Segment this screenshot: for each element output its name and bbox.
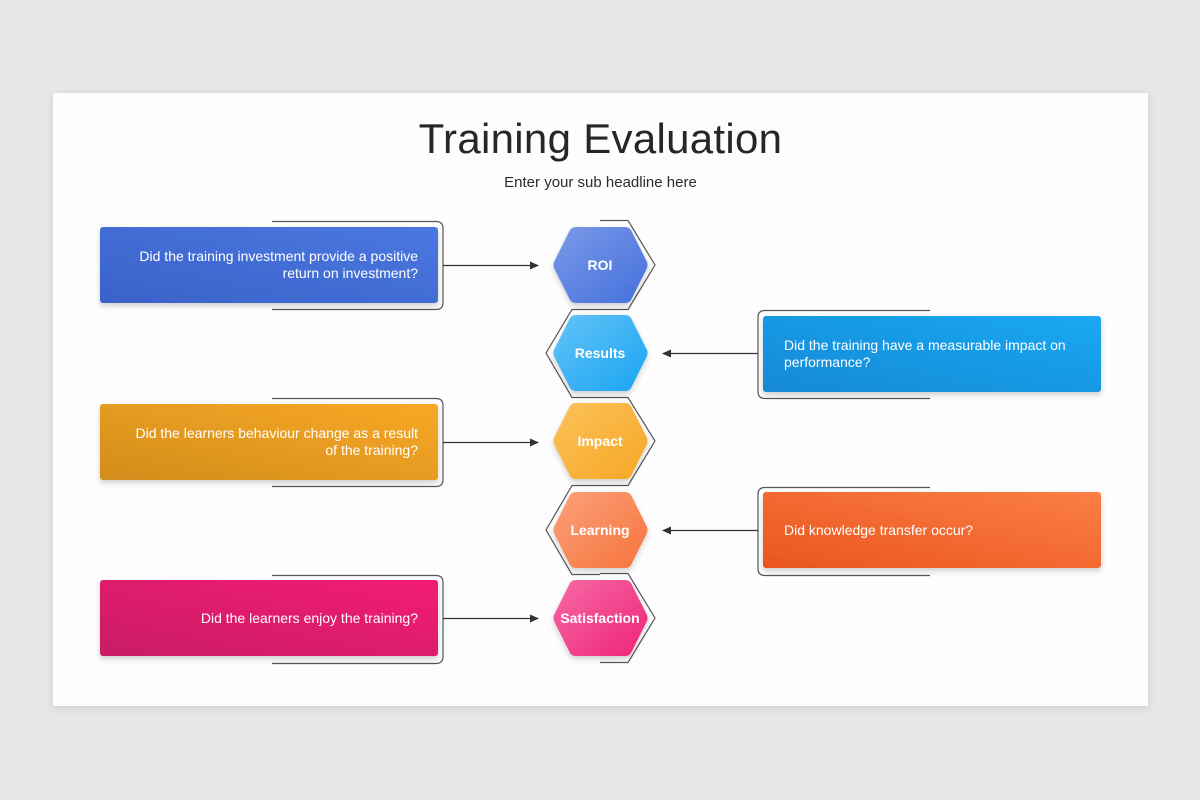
page-subtitle: Enter your sub headline here bbox=[504, 174, 697, 191]
question-text-learning: Did knowledge transfer occur? bbox=[784, 521, 974, 538]
question-text-impact: Did the learners behaviour change as a r… bbox=[135, 425, 418, 458]
connector-arrows bbox=[443, 261, 758, 623]
hex-label-roi: ROI bbox=[587, 257, 613, 273]
question-box-satisfaction bbox=[100, 580, 438, 656]
question-results: Did the training have a measurable impac… bbox=[763, 316, 1101, 392]
hex-label-impact: Impact bbox=[577, 433, 623, 449]
hexagon-impact bbox=[553, 403, 648, 479]
hex-label-learning: Learning bbox=[570, 522, 630, 538]
hexagon-roi bbox=[553, 227, 648, 303]
question-impact: Did the learners behaviour change as a r… bbox=[100, 404, 438, 480]
hex-label-satisfaction: Satisfaction bbox=[560, 610, 640, 626]
hexagon-results bbox=[553, 315, 648, 391]
question-text-satisfaction: Did the learners enjoy the training? bbox=[200, 609, 418, 626]
hex-outlines bbox=[545, 219, 656, 664]
question-box-results bbox=[763, 316, 1101, 392]
question-text-results: Did the training have a measurable impac… bbox=[784, 337, 1066, 370]
hexagon-satisfaction bbox=[553, 580, 648, 656]
question-roi: Did the training investment provide a po… bbox=[100, 227, 438, 303]
hex-label-results: Results bbox=[574, 345, 626, 361]
question-learning: Did knowledge transfer occur? bbox=[763, 492, 1101, 568]
question-satisfaction: Did the learners enjoy the training? bbox=[100, 580, 438, 656]
question-box-impact bbox=[100, 404, 438, 480]
question-box-roi bbox=[100, 227, 438, 303]
question-text-roi: Did the training investment provide a po… bbox=[139, 248, 418, 281]
question-box-learning bbox=[763, 492, 1101, 568]
box-outlines bbox=[272, 220, 930, 665]
hexagon-learning bbox=[553, 492, 648, 568]
page-title: Training Evaluation bbox=[418, 115, 783, 162]
